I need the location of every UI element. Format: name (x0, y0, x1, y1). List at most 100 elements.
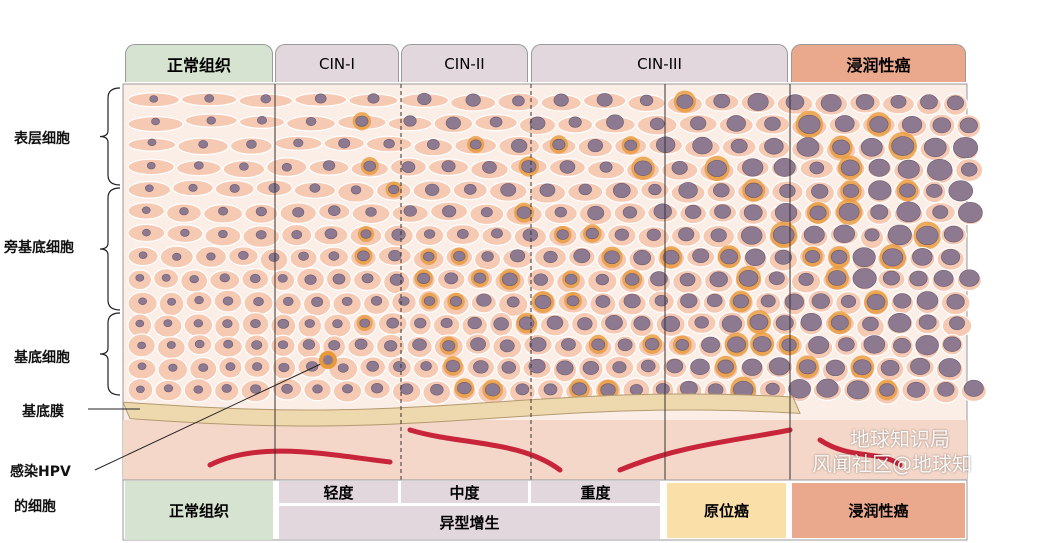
nucleus (360, 229, 372, 239)
nucleus (654, 295, 668, 307)
nucleus (585, 227, 599, 240)
nucleus (427, 139, 440, 150)
nucleus (764, 116, 781, 131)
nucleus (946, 293, 965, 310)
nucleus (246, 139, 257, 149)
nucleus (314, 93, 327, 104)
nucleus (834, 115, 855, 132)
nucleus (820, 94, 842, 112)
nucleus (552, 138, 566, 151)
nucleus (587, 139, 604, 153)
footer-severe: 重度 (531, 481, 660, 503)
nucleus (219, 273, 230, 283)
nucleus (281, 162, 292, 172)
nucleus (573, 248, 591, 264)
label-superficial-cells: 表层细胞 (14, 131, 70, 147)
nucleus (277, 274, 288, 283)
nucleus (361, 273, 374, 284)
nucleus (137, 341, 146, 350)
nucleus (893, 293, 912, 309)
nucleus (788, 379, 811, 399)
nucleus (916, 291, 939, 310)
nucleus (752, 336, 772, 353)
nucleus (359, 318, 371, 328)
nucleus (489, 116, 503, 128)
nucleus (640, 359, 656, 373)
nucleus (522, 228, 539, 242)
nucleus (399, 383, 414, 395)
nucleus (453, 250, 466, 262)
nucleus (420, 361, 432, 371)
nucleus (779, 183, 796, 198)
nucleus (206, 116, 216, 125)
nucleus (414, 317, 427, 329)
nucleus (784, 293, 804, 311)
nucleus (768, 271, 785, 286)
nucleus (833, 224, 855, 243)
nucleus (798, 359, 817, 375)
nucleus (937, 381, 955, 397)
nucleus (257, 115, 267, 125)
nucleus (720, 249, 738, 265)
nucleus (239, 162, 249, 171)
nucleus (680, 293, 698, 309)
layer-brace (99, 187, 121, 311)
nucleus (906, 381, 926, 398)
nucleus (838, 337, 855, 352)
nucleus (868, 180, 892, 201)
nucleus (692, 136, 713, 155)
nucleus (221, 383, 232, 393)
nucleus (218, 229, 228, 239)
basement-membrane (122, 393, 801, 427)
nucleus (136, 385, 145, 394)
nucleus (760, 294, 776, 308)
nucleus (617, 338, 633, 352)
nucleus (943, 336, 962, 352)
nucleus (785, 94, 805, 111)
nucleus (622, 206, 638, 219)
nucleus (403, 205, 417, 217)
nucleus (701, 336, 720, 353)
nucleus (899, 183, 916, 198)
nucleus (571, 382, 588, 396)
nucleus (803, 225, 825, 244)
nucleus (249, 273, 261, 284)
nucleus (293, 138, 304, 148)
nucleus (648, 183, 662, 196)
nucleus (764, 137, 784, 155)
nucleus (425, 183, 440, 196)
nucleus (193, 319, 204, 328)
nucleus (449, 296, 463, 307)
nucleus (328, 205, 341, 216)
nucleus (556, 360, 574, 376)
nucleus (163, 319, 173, 327)
nucleus (612, 182, 631, 199)
nucleus (646, 228, 661, 241)
header-cin2: CIN-II (401, 44, 528, 82)
nucleus (896, 201, 921, 223)
nucleus (890, 94, 907, 109)
nucleus (661, 315, 681, 332)
nucleus (825, 359, 845, 377)
nucleus (528, 358, 546, 374)
nucleus (149, 95, 159, 103)
nucleus (709, 271, 728, 288)
nucleus (309, 183, 321, 193)
nucleus (796, 137, 820, 157)
nucleus (882, 248, 904, 267)
nucleus (744, 182, 763, 198)
nucleus (332, 319, 343, 329)
nucleus (469, 139, 482, 150)
nucleus (135, 319, 145, 328)
nucleus (958, 202, 983, 224)
nucleus (445, 116, 461, 130)
nucleus (775, 315, 794, 331)
nucleus (543, 250, 558, 264)
nucleus (772, 225, 795, 244)
nucleus (168, 363, 178, 372)
hpv-pointer (94, 361, 326, 471)
nucleus (774, 202, 798, 222)
nucleus (676, 94, 694, 109)
nucleus (445, 359, 461, 373)
nucleus (941, 248, 961, 266)
